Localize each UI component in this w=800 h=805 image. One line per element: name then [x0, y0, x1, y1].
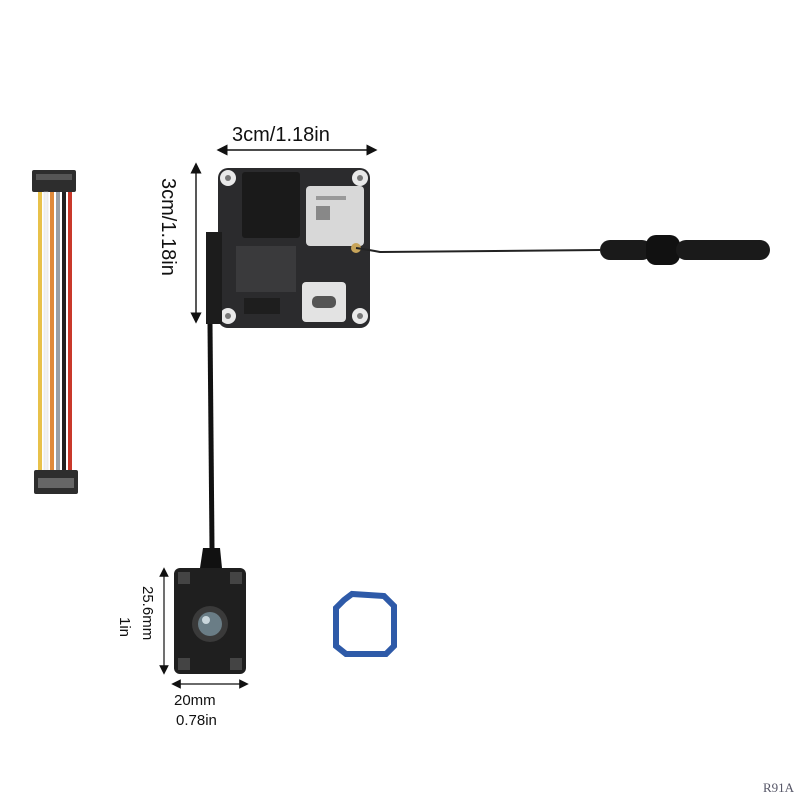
camera-width-in-label: 0.78in — [176, 712, 217, 729]
antenna — [355, 235, 770, 265]
blue-gasket — [333, 590, 397, 657]
ribbon-cable — [32, 170, 78, 494]
camera-height-mm-label: 25.6mm — [139, 586, 156, 641]
camera-width-mm-label: 20mm — [174, 692, 216, 709]
circuit-board — [218, 168, 370, 328]
watermark: R91A — [762, 780, 794, 795]
board-width-label: 3cm/1.18in — [232, 124, 330, 146]
board-height-label: 3cm/1.18in — [157, 178, 179, 276]
camera-height-in-label: 1in — [116, 617, 133, 638]
camera-cable — [200, 232, 222, 568]
camera-module — [174, 568, 246, 674]
